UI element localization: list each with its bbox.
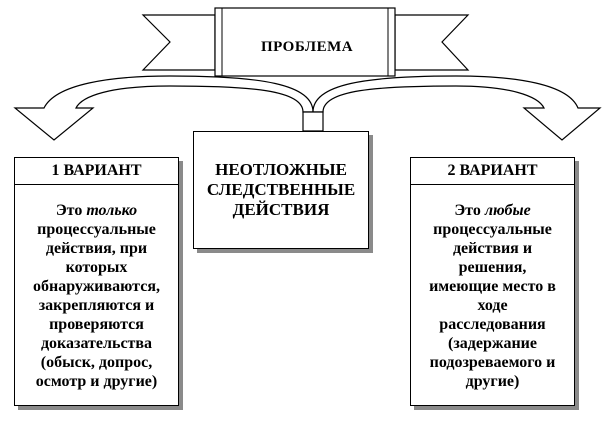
variant-1-emphasis: только (86, 202, 138, 219)
variant-1-title: 1 ВАРИАНТ (15, 158, 178, 185)
variant-1-line-intro: Это только (55, 202, 138, 219)
banner-ribbon-right-tail (394, 14, 470, 71)
variant-2-line: решения, (458, 259, 527, 276)
variant-2-line: действия и (452, 240, 533, 257)
variant-1-line: обнаруживаются, (33, 278, 160, 295)
variant-2-line: (задержание (448, 335, 537, 352)
variant-2-line: ходе (477, 297, 508, 314)
variant-2-emphasis: любые (484, 202, 531, 219)
variant-2-line-intro: Это любые (454, 202, 531, 219)
center-line-1: НЕОТЛОЖНЫЕ (215, 160, 347, 179)
banner-ribbon-left-tail (141, 14, 216, 71)
variant-1-line: которых (65, 259, 128, 276)
variant-2-line: процессуальные (433, 221, 552, 238)
variant-2-box: 2 ВАРИАНТ Это любые процессуальные дейст… (410, 157, 575, 406)
center-line-3: ДЕЙСТВИЯ (232, 200, 330, 219)
variant-1-box: 1 ВАРИАНТ Это только процессуальные дейс… (14, 157, 179, 406)
variant-1-line: осмотр и другие) (35, 373, 158, 390)
variant-1-line: (обыск, допрос, (40, 354, 153, 371)
variant-1-line: доказательства (40, 335, 153, 352)
variant-2-body: Это любые процессуальные действия и реше… (411, 185, 574, 391)
variant-2-line: расследования (439, 316, 546, 333)
variant-1-body: Это только процессуальные действия, при … (15, 185, 178, 391)
variant-1-line: проверяются (49, 316, 144, 333)
variant-1-line: закрепляются и (38, 297, 155, 314)
variant-1-line: процессуальные (37, 221, 156, 238)
right-arrow (312, 75, 602, 141)
variant-2-line: имеющие место в (429, 278, 556, 295)
center-stem (302, 111, 324, 132)
banner-title: ПРОБЛЕМА (260, 39, 354, 55)
variant-2-line: другие) (465, 373, 520, 390)
left-arrow (13, 75, 314, 141)
variant-2-title: 2 ВАРИАНТ (411, 158, 574, 185)
variant-2-line: подозреваемого и (429, 354, 556, 371)
center-line-2: СЛЕДСТВЕННЫЕ (206, 180, 356, 199)
center-box: НЕОТЛОЖНЫЕ СЛЕДСТВЕННЫЕ ДЕЙСТВИЯ (193, 131, 369, 249)
banner-ribbon-center (214, 7, 396, 77)
variant-1-line: действия, при (45, 240, 148, 257)
